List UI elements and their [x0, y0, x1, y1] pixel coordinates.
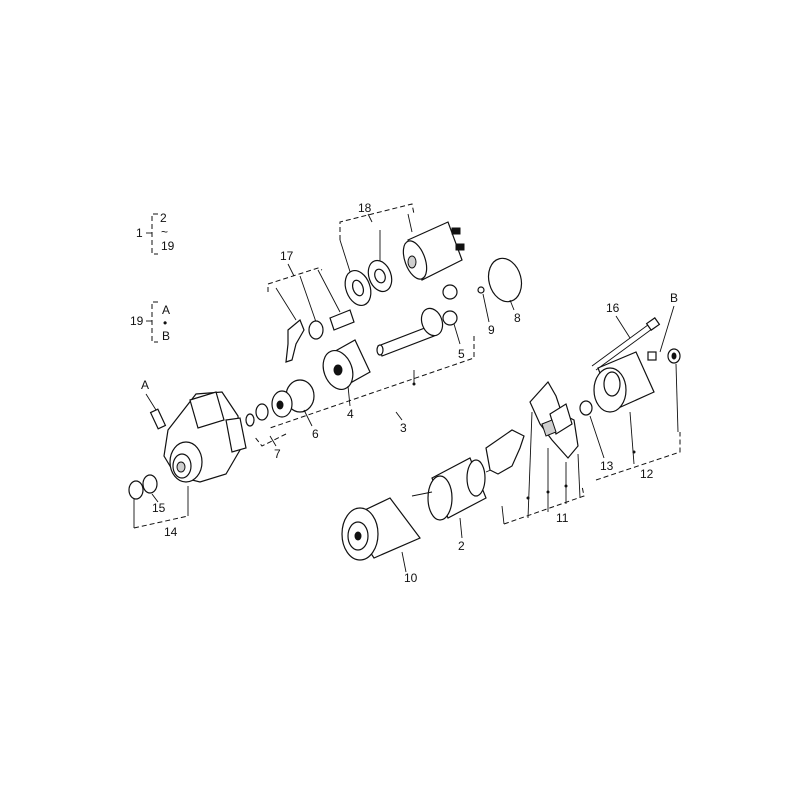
callout-6: 6 [312, 427, 319, 441]
callout-4: 4 [347, 407, 354, 421]
gear-assembly: 3 4 5 6 8 9 [269, 257, 523, 441]
callout-12: 12 [640, 467, 654, 481]
callout-15: 15 [152, 501, 166, 515]
callout-2: 2 [458, 539, 465, 553]
washer-group: 7 [245, 403, 287, 461]
callout-13: 13 [600, 459, 614, 473]
b-marker-right: B [670, 291, 678, 305]
callout-18: 18 [358, 201, 372, 215]
yoke-and-armature: 10 2 [341, 457, 501, 585]
legend-group-1-tilde: ~ [161, 225, 168, 239]
callout-8: 8 [514, 311, 521, 325]
callout-14: 14 [164, 525, 178, 539]
legend-group-1-range-end: 19 [161, 239, 175, 253]
callout-9: 9 [488, 323, 495, 337]
legend-group-19-number: 19 [130, 314, 144, 328]
callout-16: 16 [606, 301, 620, 315]
callout-17: 17 [280, 249, 294, 263]
legend-group-1-range-start: 2 [160, 211, 167, 225]
callout-10: 10 [404, 571, 418, 585]
legend-group-19-item-a: A [162, 303, 170, 317]
legend-group-19-item-dot: • [163, 316, 167, 330]
legend-group-19: 19 A • B [130, 301, 170, 343]
shift-lever-group: 17 [267, 249, 355, 363]
callout-3: 3 [400, 421, 407, 435]
rear-cover-group: 13 12 16 B [579, 291, 681, 481]
drive-housing: A 15 14 [128, 378, 247, 539]
brush-holder-group: 11 [485, 380, 585, 525]
legend-group-1-number: 1 [136, 226, 143, 240]
legend-group-1: 1 2 ~ 19 [136, 211, 175, 255]
solenoid-assembly: 18 [339, 201, 465, 307]
a-marker-left: A [141, 378, 149, 392]
callout-7: 7 [274, 447, 281, 461]
legend-group-19-item-b: B [162, 329, 170, 343]
callout-11: 11 [556, 511, 569, 525]
callout-5: 5 [458, 347, 465, 361]
